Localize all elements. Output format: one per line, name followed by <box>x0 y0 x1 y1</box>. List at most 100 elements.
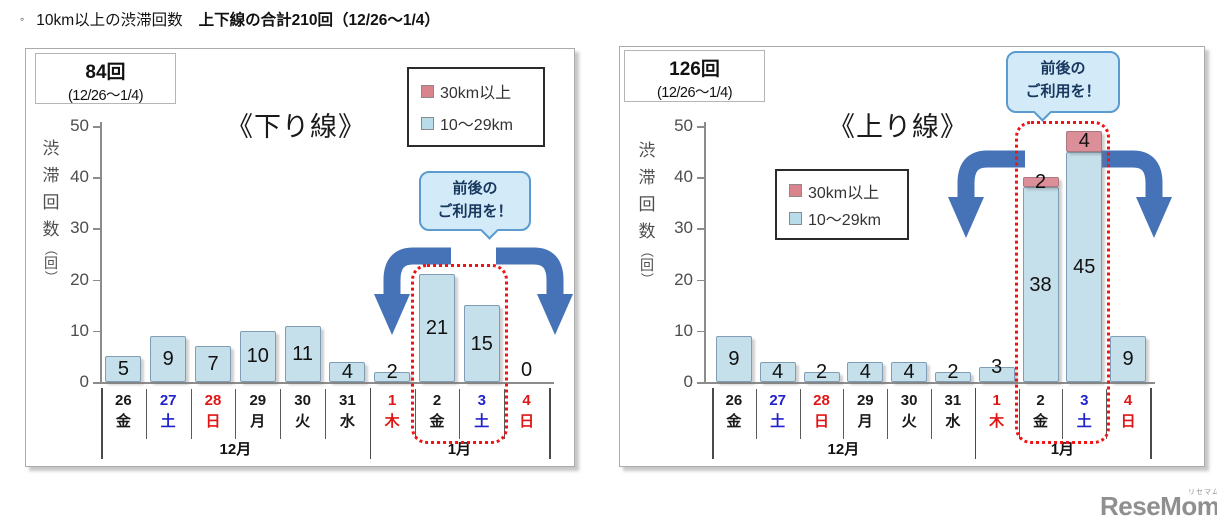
date-label: 4 <box>1123 392 1133 409</box>
y-tick <box>93 126 101 128</box>
legend-item-30km: 30km以上 <box>789 179 907 203</box>
total-count: 126回 <box>669 59 720 80</box>
y-tick-label: 10 <box>674 320 693 340</box>
bar-segment-blue <box>1110 335 1147 382</box>
y-axis-line <box>100 122 102 383</box>
bar-segment-blue <box>715 335 752 382</box>
bar-value-label: 45 <box>1073 255 1096 278</box>
weekday-label: 火 <box>295 413 311 430</box>
callout-line1: 前後の <box>1040 60 1086 77</box>
y-tick-label: 0 <box>683 372 693 391</box>
date-separator <box>931 389 932 439</box>
bar-value-label: 10 <box>246 345 269 368</box>
date-label: 27 <box>159 392 177 409</box>
weekday-label: 月 <box>250 413 266 430</box>
month-group-separator <box>369 388 372 459</box>
y-tick <box>93 279 101 282</box>
resemom-logo-ruby: リセマム <box>1188 489 1217 496</box>
bar-value-label: 5 <box>117 358 129 381</box>
resemom-logo-text: ReseMom. <box>1100 491 1217 521</box>
y-tick-label: 20 <box>70 269 89 289</box>
legend-swatch-pink <box>789 184 802 198</box>
date-label: 28 <box>204 392 222 409</box>
date-label: 28 <box>813 392 830 409</box>
date-label: 31 <box>944 392 962 409</box>
date-separator <box>1062 389 1064 439</box>
detour-arrow-right-icon <box>1095 150 1172 238</box>
y-tick-label: 10 <box>70 320 89 340</box>
weekday-label: 金 <box>115 413 131 430</box>
y-tick-label: 20 <box>674 269 693 289</box>
date-separator <box>414 389 416 439</box>
highlight-dotted-box <box>410 264 509 444</box>
y-tick-label: 40 <box>674 167 693 187</box>
y-tick <box>697 228 705 230</box>
date-label: 1 <box>992 392 1001 409</box>
y-tick <box>697 279 705 282</box>
bar-value-label: 4 <box>859 360 871 383</box>
y-tick-label: 30 <box>674 218 693 238</box>
y-tick <box>697 177 705 179</box>
bar-value-label: 2 <box>815 360 828 383</box>
total-count: 84回 <box>85 62 126 83</box>
date-separator <box>1106 389 1108 439</box>
weekday-label: 日 <box>205 413 221 430</box>
y-axis-title: 渋滞回数（回） <box>42 139 60 284</box>
bar-segment-pink <box>1066 131 1103 152</box>
date-separator <box>887 389 889 439</box>
bar-value-label: 21 <box>425 317 449 340</box>
month-label: 12月 <box>827 441 860 458</box>
y-tick <box>93 382 101 384</box>
bar-segment-blue <box>239 330 276 382</box>
bar-segment-blue <box>759 361 796 382</box>
chart-title: 《上り線》 <box>828 112 968 142</box>
weekday-label: 火 <box>901 413 917 430</box>
x-axis-line <box>94 382 554 384</box>
weekday-label: 日 <box>813 413 829 430</box>
callout-bubble: 前後の ご利用を！ <box>419 171 531 240</box>
date-label: 27 <box>769 392 787 409</box>
weekday-label: 月 <box>857 413 873 430</box>
y-tick-label: 50 <box>70 116 89 135</box>
y-tick-label: 30 <box>70 218 89 238</box>
weekday-label: 金 <box>726 413 742 430</box>
count-period: (12/26～1/4) <box>67 88 144 104</box>
bar-segment-blue <box>419 274 455 382</box>
count-period: (12/26～1/4) <box>656 85 733 101</box>
bar-segment-blue <box>195 346 231 382</box>
page-title: ◦10km以上の渋滞回数上下線の合計210回（12/26～1/4） <box>20 8 440 30</box>
legend: 30km以上 10～29km <box>407 67 545 147</box>
y-tick <box>697 330 705 333</box>
weekday-label: 土 <box>474 413 490 430</box>
date-label: 30 <box>294 392 311 409</box>
legend-label: 30km以上 <box>440 85 512 102</box>
y-tick-label: 0 <box>79 372 89 391</box>
callout-bubble: 前後の ご利用を！ <box>1006 51 1120 122</box>
date-label: 26 <box>115 392 132 409</box>
bar-value-label: 9 <box>162 347 174 370</box>
y-axis-title: 渋滞回数（回） <box>638 141 656 286</box>
callout-line2: ご利用を！ <box>437 202 513 220</box>
weekday-label: 木 <box>989 413 1005 430</box>
bar-value-label: 4 <box>772 360 784 383</box>
month-label: 12月 <box>219 441 252 458</box>
legend-item-10-29km: 10～29km <box>789 206 907 230</box>
y-tick-label: 40 <box>70 167 89 187</box>
date-separator <box>843 389 845 439</box>
weekday-label: 土 <box>1076 413 1092 430</box>
bar-segment-blue <box>150 335 187 382</box>
bar-value-label: 2 <box>386 360 398 383</box>
weekday-label: 土 <box>160 413 176 430</box>
bar-segment-blue <box>374 371 411 382</box>
weekday-label: 水 <box>945 413 961 430</box>
bar-segment-blue <box>329 361 366 382</box>
y-tick-label: 50 <box>674 116 693 135</box>
date-label: 29 <box>856 392 874 409</box>
resemom-watermark: ReseMom. リセマム <box>1100 489 1217 522</box>
month-group-separator <box>974 388 977 459</box>
legend-swatch-blue <box>789 211 802 225</box>
y-tick <box>697 382 705 384</box>
legend: 30km以上 10～29km <box>775 169 909 240</box>
